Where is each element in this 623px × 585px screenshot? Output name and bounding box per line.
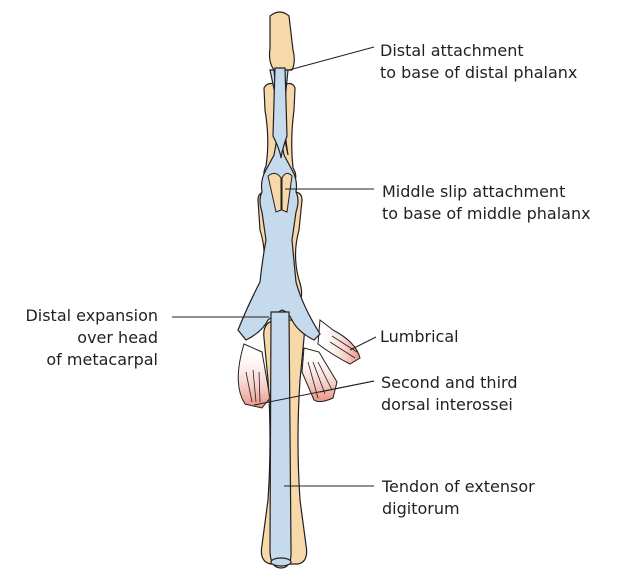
label-distal-expansion-line-2: over head	[0, 327, 158, 349]
label-tendon-line-2: digitorum	[382, 498, 535, 520]
label-lumbrical-line-1: Lumbrical	[380, 326, 459, 348]
tendon-shaft	[270, 312, 291, 568]
label-distal-attachment: Distal attachment to base of distal phal…	[380, 40, 577, 84]
label-interossei-line-1: Second and third	[381, 372, 517, 394]
right-interosseous	[302, 348, 337, 402]
label-lumbrical: Lumbrical	[380, 326, 459, 348]
label-distal-attachment-line-1: Distal attachment	[380, 40, 577, 62]
label-distal-expansion-line-3: of metacarpal	[0, 349, 158, 371]
leader-distal-attachment	[289, 47, 374, 70]
label-middle-slip: Middle slip attachment to base of middle…	[382, 181, 591, 225]
label-distal-expansion-line-1: Distal expansion	[0, 305, 158, 327]
label-distal-attachment-line-2: to base of distal phalanx	[380, 62, 577, 84]
tendon-end	[271, 558, 291, 566]
distal-phalanx	[270, 12, 295, 70]
label-tendon-line-1: Tendon of extensor	[382, 476, 535, 498]
label-interossei-line-2: dorsal interossei	[381, 394, 517, 416]
label-tendon: Tendon of extensor digitorum	[382, 476, 535, 520]
extensor-tendon	[238, 68, 320, 568]
label-middle-slip-line-2: to base of middle phalanx	[382, 203, 591, 225]
label-distal-expansion: Distal expansion over head of metacarpal	[0, 305, 158, 371]
label-middle-slip-line-1: Middle slip attachment	[382, 181, 591, 203]
label-interossei: Second and third dorsal interossei	[381, 372, 517, 416]
leader-lumbrical	[350, 337, 376, 350]
